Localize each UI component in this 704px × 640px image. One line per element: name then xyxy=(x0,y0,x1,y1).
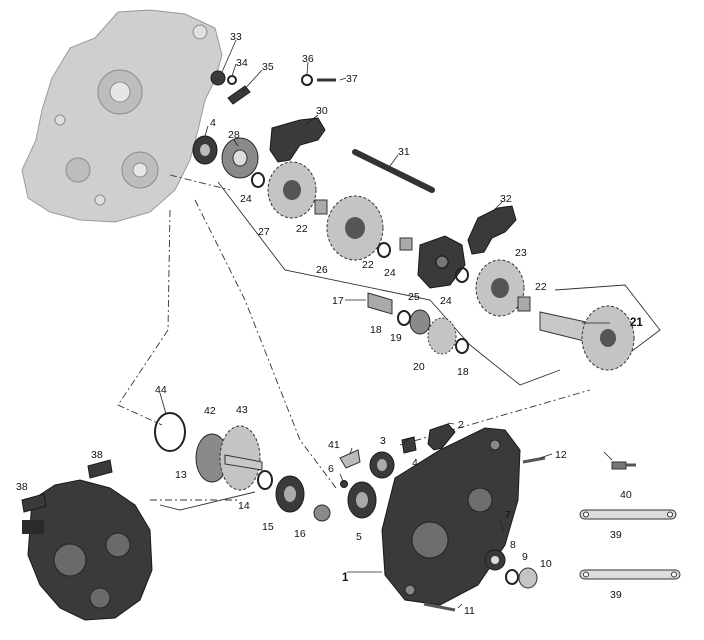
right-rubber-pad xyxy=(87,459,113,479)
callout-23: 23 xyxy=(515,247,527,259)
output-shaft xyxy=(539,305,635,371)
strap-39-lower xyxy=(579,569,681,580)
shift-fork-lower xyxy=(467,205,517,255)
plug-3 xyxy=(401,436,417,454)
callout-12: 12 xyxy=(555,449,567,461)
callout-24-b: 24 xyxy=(384,267,396,279)
sleeve-17 xyxy=(367,292,393,315)
callout-22-c: 22 xyxy=(535,281,547,293)
strap-39-upper xyxy=(579,509,677,520)
nut-16 xyxy=(313,504,331,522)
callout-20: 20 xyxy=(413,361,425,373)
callout-27: 27 xyxy=(258,226,270,238)
callout-1: 1 xyxy=(342,572,349,584)
callout-15: 15 xyxy=(262,521,274,533)
upper-crankcase xyxy=(21,9,223,223)
callout-4-lower: 4 xyxy=(412,457,418,469)
callout-25: 25 xyxy=(408,291,420,303)
callout-18: 18 xyxy=(370,324,382,336)
gear-26 xyxy=(326,195,384,261)
bolt-11 xyxy=(423,602,456,612)
gearbox-cover xyxy=(381,427,521,606)
callout-43: 43 xyxy=(236,404,248,416)
callout-31: 31 xyxy=(398,146,410,158)
gear-20 xyxy=(427,317,457,355)
shift-drum xyxy=(417,235,466,289)
callout-11: 11 xyxy=(464,605,475,617)
callout-24-a: 24 xyxy=(240,193,252,205)
callout-30: 30 xyxy=(316,105,328,117)
pin-7 xyxy=(498,519,506,533)
gear-cluster-42-43 xyxy=(195,425,263,491)
bolt-40 xyxy=(611,461,636,470)
callout-42: 42 xyxy=(204,405,216,417)
gear-23 xyxy=(475,259,525,317)
needle-bearings xyxy=(314,199,531,312)
lower-crankcase-assembly xyxy=(22,479,153,621)
callout-17: 17 xyxy=(332,295,344,307)
callout-22-b: 22 xyxy=(362,259,374,271)
bearing-5 xyxy=(347,481,377,519)
callout-8: 8 xyxy=(510,539,516,551)
callout-35: 35 xyxy=(262,61,274,73)
left-rubber-pad xyxy=(21,493,47,513)
seal-8 xyxy=(484,549,506,571)
callout-9: 9 xyxy=(522,551,528,563)
ring-9 xyxy=(505,569,519,585)
gear-27 xyxy=(267,161,317,219)
callout-14: 14 xyxy=(238,500,250,512)
pin-6 xyxy=(340,480,348,488)
callout-39-lower: 39 xyxy=(610,589,622,601)
washer-14 xyxy=(257,470,273,490)
bearing-top xyxy=(192,135,218,165)
callout-13: 13 xyxy=(175,469,187,481)
callout-5: 5 xyxy=(356,531,362,543)
callout-44: 44 xyxy=(155,384,167,396)
callout-22-a: 22 xyxy=(296,223,308,235)
bolt-12 xyxy=(522,456,546,464)
callout-18-right: 18 xyxy=(457,366,469,378)
callout-38-left: 38 xyxy=(16,481,28,493)
callout-32: 32 xyxy=(500,193,512,205)
gear-19 xyxy=(409,309,431,335)
callout-7: 7 xyxy=(505,509,511,521)
circlips xyxy=(251,172,469,354)
callout-40: 40 xyxy=(620,489,632,501)
callout-3: 3 xyxy=(380,435,386,447)
callout-2: 2 xyxy=(458,419,464,431)
callout-26: 26 xyxy=(316,264,328,276)
spring-41 xyxy=(339,449,361,469)
callout-24-c: 24 xyxy=(440,295,452,307)
shift-fork-upper xyxy=(269,117,326,163)
o-ring-44 xyxy=(154,412,186,452)
sleeve-10 xyxy=(518,567,538,589)
lever-2 xyxy=(427,423,456,451)
bearing-15 xyxy=(275,475,305,513)
callout-34: 34 xyxy=(236,57,248,69)
callout-19: 19 xyxy=(390,332,402,344)
callout-41: 41 xyxy=(328,439,340,451)
callout-36: 36 xyxy=(302,53,314,65)
callout-33: 33 xyxy=(230,31,242,43)
callout-38-right: 38 xyxy=(91,449,103,461)
leader-lines xyxy=(159,39,613,609)
callout-10: 10 xyxy=(540,558,552,570)
callout-39-upper: 39 xyxy=(610,529,622,541)
small-hardware-top xyxy=(210,70,336,105)
bearing-lower-4 xyxy=(369,451,395,479)
callout-37: 37 xyxy=(346,73,358,85)
callout-28: 28 xyxy=(228,129,240,141)
callout-4: 4 xyxy=(210,117,216,129)
callout-16: 16 xyxy=(294,528,306,540)
gear-28 xyxy=(221,137,259,179)
callout-21: 21 xyxy=(630,317,643,329)
callout-6: 6 xyxy=(328,463,334,475)
callout-labels: 1 2 3 4 4 5 6 7 8 9 10 11 12 13 14 15 16… xyxy=(16,31,643,617)
shift-shaft xyxy=(352,149,435,193)
